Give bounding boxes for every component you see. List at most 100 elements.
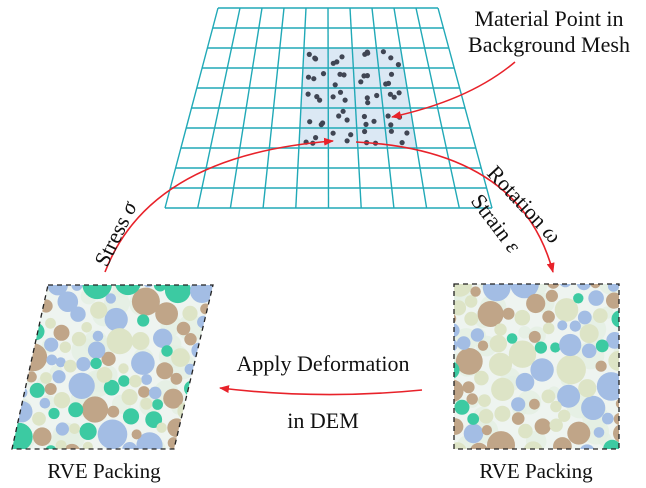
particle <box>184 380 200 397</box>
particle <box>502 307 515 320</box>
particle <box>529 398 540 410</box>
material-point-dot <box>342 97 348 103</box>
particle <box>454 300 467 316</box>
particle <box>16 387 28 399</box>
particle <box>559 284 571 288</box>
material-point-dot <box>404 130 410 136</box>
material-point-dot <box>313 135 319 141</box>
material-point-dot <box>337 71 343 77</box>
particle <box>131 287 160 316</box>
particle <box>487 431 515 449</box>
particle <box>553 437 572 449</box>
material-point-dot <box>387 91 393 97</box>
particle <box>19 343 48 372</box>
particle <box>534 418 551 435</box>
particle <box>55 440 67 449</box>
particle <box>559 333 582 357</box>
material-point-dot <box>317 97 323 103</box>
particle <box>148 386 162 400</box>
material-point-dot <box>388 128 394 134</box>
particle <box>454 418 464 435</box>
particle <box>114 285 142 296</box>
material-point-dot <box>305 74 312 80</box>
particle <box>550 342 561 353</box>
particle <box>542 322 555 335</box>
material-point-dot <box>307 119 313 125</box>
particle <box>593 427 605 438</box>
stress-arrow <box>104 137 334 273</box>
particle <box>603 439 619 449</box>
particle <box>579 444 595 449</box>
particle <box>145 411 163 428</box>
mesh-grid-lines <box>164 7 493 209</box>
particle <box>518 423 533 439</box>
particle <box>44 383 57 395</box>
apply-deformation-arrow <box>219 385 423 396</box>
rotation-strain-arrow <box>355 141 555 273</box>
particle <box>69 423 80 434</box>
particle <box>81 322 92 333</box>
material-point-dot <box>361 113 367 120</box>
particle <box>57 291 79 313</box>
mesh-label-line2: Background Mesh <box>468 32 630 57</box>
particle <box>167 418 187 438</box>
particle <box>466 393 478 405</box>
particle <box>454 399 470 415</box>
material-point-pointer-arrow <box>391 61 516 119</box>
particle <box>39 299 53 313</box>
material-point-dot <box>385 80 392 86</box>
particle <box>141 374 153 385</box>
particle <box>615 398 619 409</box>
particle <box>176 321 191 336</box>
particle <box>155 302 179 326</box>
particle <box>515 372 535 392</box>
particle <box>40 372 52 384</box>
particle <box>456 336 471 350</box>
particle <box>523 441 543 449</box>
particle <box>103 379 120 396</box>
particle <box>470 328 485 342</box>
particle <box>200 303 212 315</box>
particle <box>39 397 51 409</box>
particle <box>478 409 494 424</box>
particle <box>136 432 163 449</box>
material-point-dot <box>388 122 394 128</box>
material-point-dot <box>374 92 380 99</box>
particle <box>464 311 479 326</box>
particle-background <box>518 326 531 339</box>
particle <box>68 402 84 418</box>
particle <box>63 359 77 373</box>
particle <box>184 333 197 346</box>
particle <box>534 341 548 354</box>
particle <box>477 301 504 327</box>
material-point-dot <box>363 121 369 127</box>
particle <box>122 442 138 449</box>
particle <box>45 445 57 449</box>
particle <box>611 310 619 328</box>
particle <box>581 343 597 359</box>
particle <box>167 437 180 449</box>
particle <box>557 384 581 408</box>
particle <box>474 370 489 386</box>
particle <box>156 422 167 433</box>
material-point-dot <box>371 118 377 124</box>
particle <box>470 286 481 297</box>
material-point-dot <box>341 72 347 78</box>
particle <box>131 332 150 350</box>
particle <box>140 397 153 410</box>
particle <box>514 309 531 326</box>
material-point-dot <box>330 94 336 100</box>
particle <box>549 418 563 432</box>
particle <box>53 324 70 341</box>
particle <box>101 351 116 366</box>
material-point-dot <box>380 49 386 55</box>
rve-left-particles <box>12 285 213 449</box>
particle <box>541 389 556 404</box>
material-point-dot <box>391 94 397 100</box>
material-point-dot <box>339 54 345 60</box>
particle <box>63 443 81 449</box>
particle <box>508 340 537 368</box>
rve-right <box>453 283 620 450</box>
particle <box>454 379 464 402</box>
particle <box>569 320 581 332</box>
